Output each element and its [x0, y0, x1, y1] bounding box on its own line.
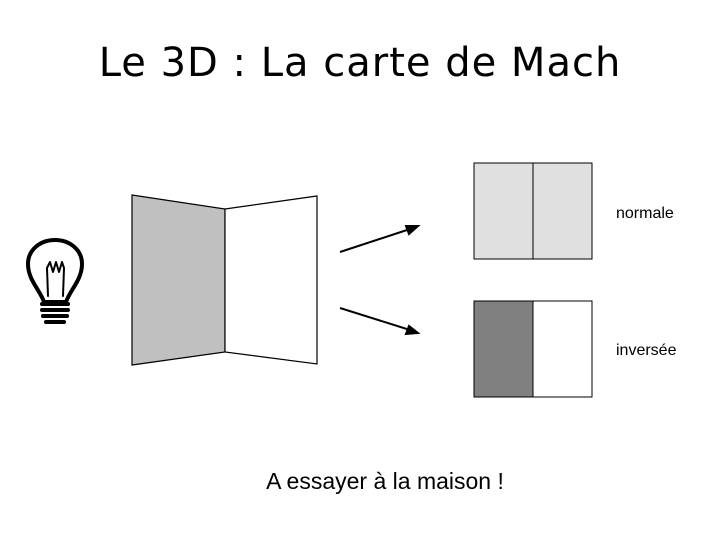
- folded-card-shaded-panel: [132, 195, 225, 365]
- caption: A essayer à la maison !: [0, 468, 720, 495]
- folded-card: [132, 195, 317, 365]
- inverse-card-left-panel: [474, 301, 533, 397]
- normal-card-label: normale: [616, 205, 674, 223]
- inverse-card: [474, 301, 592, 397]
- inverse-card-right-panel: [533, 301, 592, 397]
- normal-card-right-panel: [533, 163, 592, 259]
- normal-card: [474, 163, 592, 259]
- lightbulb-icon: [28, 240, 82, 322]
- normal-card-left-panel: [474, 163, 533, 259]
- arrow-icon: [340, 226, 418, 334]
- inverse-card-label: inversée: [616, 342, 676, 360]
- folded-card-lit-panel: [225, 196, 317, 364]
